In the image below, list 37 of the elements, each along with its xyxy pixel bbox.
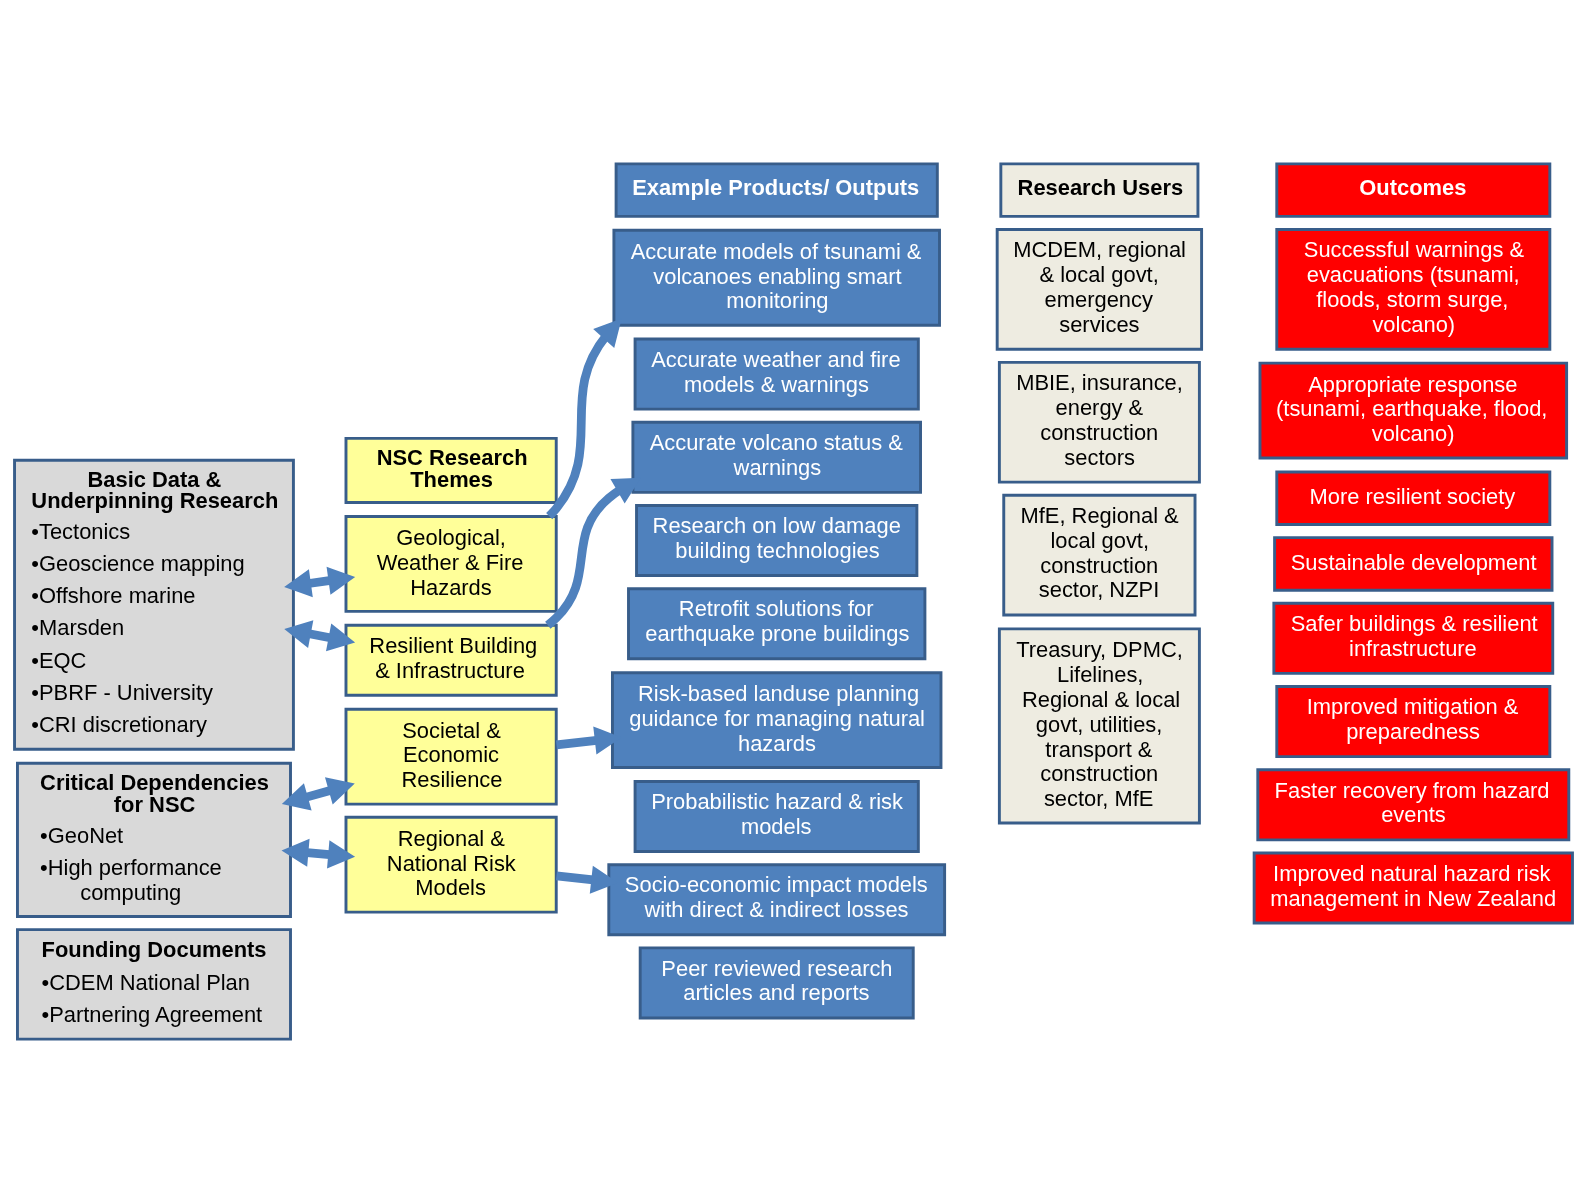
- node-box: MfE, Regional & local govt, construction sector, NZPI: [1002, 493, 1197, 616]
- arrow: [281, 776, 355, 810]
- node-box: Appropriate response (tsunami, earthquake, flood, volcano): [1258, 361, 1569, 459]
- node-box: Accurate weather and fire models & warnings: [633, 337, 920, 411]
- node-box: MBIE, insurance, energy & construction sectors: [997, 360, 1201, 484]
- node-box: Socio-economic impact models with direct & indirect losses: [607, 862, 947, 936]
- node-box: Treasury, DPMC, Lifelines, Regional & local govt, utilities, transport & construction sector, MfE: [997, 626, 1201, 825]
- node-box: Peer reviewed research articles and reports: [638, 945, 915, 1019]
- node-box: Improved natural hazard risk management in New Zealand: [1252, 851, 1574, 925]
- node-box: Critical Dependencies for NSC •GeoNet •High performance computing: [16, 761, 292, 918]
- node-box: NSC Research Themes: [344, 436, 558, 504]
- node-box: Geological, Weather & Fire Hazards: [344, 514, 558, 613]
- node-box: Sustainable development: [1273, 535, 1554, 592]
- node-box: Regional & National Risk Models: [344, 815, 558, 914]
- node-box: Research on low damage building technologies: [635, 503, 919, 577]
- arrow: [546, 318, 622, 519]
- node-box: Risk-based landuse planning guidance for managing natural hazards: [611, 670, 943, 769]
- node-box: Faster recovery from hazard events: [1256, 767, 1571, 841]
- node-box: Accurate volcano status & warnings: [631, 420, 922, 494]
- node-box: Probabilistic hazard & risk models: [633, 779, 920, 853]
- node-box: Safer buildings & resilient infrastructure: [1272, 601, 1555, 675]
- node-box: More resilient society: [1275, 469, 1552, 526]
- node-box: Basic Data & Underpinning Research •Tectonics •Geoscience mapping •Offshore marine •Marsden •EQC •PBRF - University •CRI discretionary: [13, 458, 295, 751]
- arrow: [284, 619, 356, 651]
- node-box: Societal & Economic Resilience: [344, 707, 558, 806]
- node-box: Improved mitigation & preparedness: [1275, 684, 1552, 758]
- node-box: Successful warnings & evacuations (tsunami, floods, storm surge, volcano): [1275, 227, 1552, 351]
- arrow: [281, 838, 356, 869]
- node-box: Research Users: [999, 161, 1200, 218]
- node-box: Example Products/ Outputs: [614, 161, 939, 218]
- node-box: Founding Documents •CDEM National Plan •Partnering Agreement: [16, 927, 292, 1041]
- node-box: Retrofit solutions for earthquake prone buildings: [627, 586, 927, 660]
- node-box: Accurate models of tsunami & volcanoes enabling smart monitoring: [612, 228, 941, 327]
- node-box: Outcomes: [1275, 161, 1552, 218]
- node-box: MCDEM, regional & local govt, emergency services: [995, 227, 1204, 351]
- node-box: Resilient Building & Infrastructure: [344, 623, 558, 697]
- arrow: [284, 566, 356, 597]
